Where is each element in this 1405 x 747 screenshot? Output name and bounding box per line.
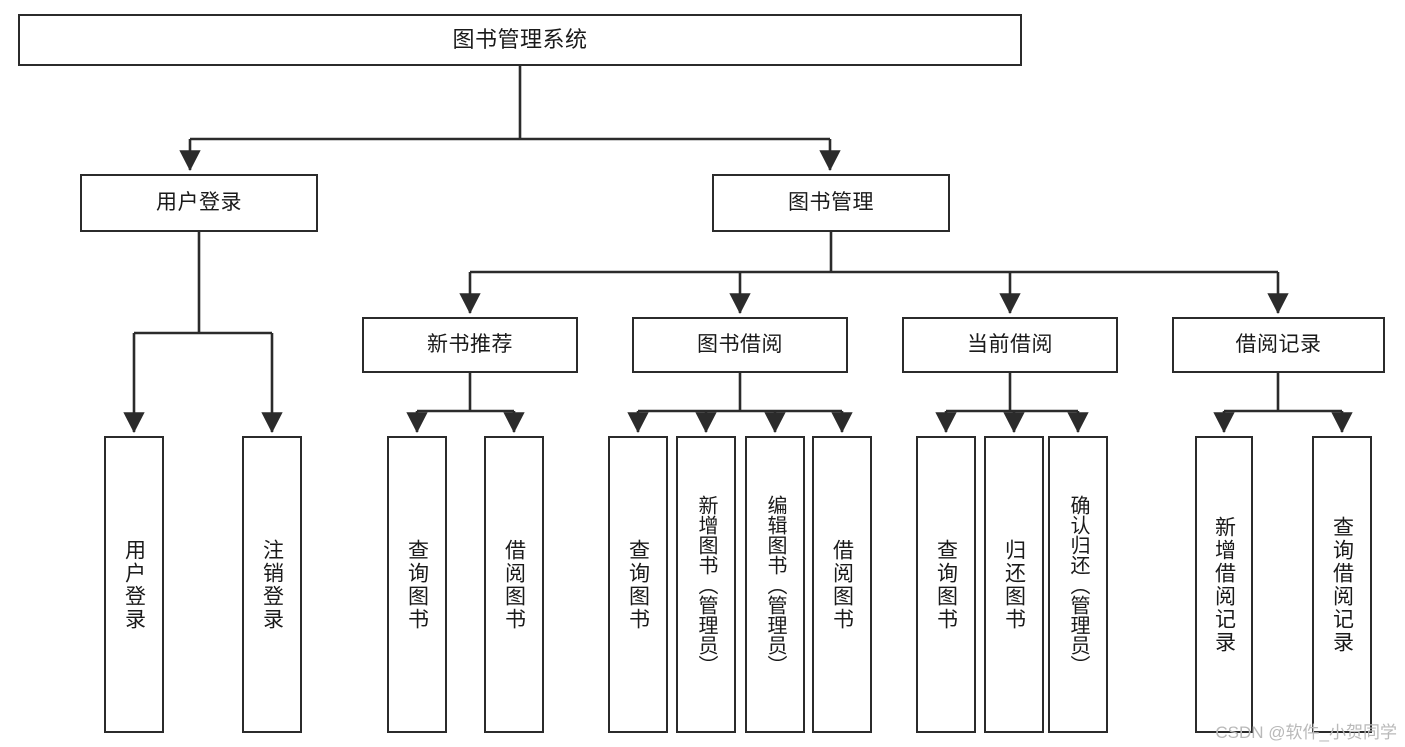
node-current-borrow[interactable]: 当前借阅: [902, 317, 1118, 373]
node-borrow-record-label: 借阅记录: [1235, 332, 1322, 356]
leaf-node[interactable]: 新增图书（管理员）: [676, 436, 736, 733]
leaf-node-label: 查询图书: [405, 538, 429, 631]
leaf-node-label: 新增借阅记录: [1212, 515, 1236, 654]
node-borrow-record[interactable]: 借阅记录: [1172, 317, 1385, 373]
leaf-node-label: 编辑图书（管理员）: [764, 494, 786, 675]
leaf-node-label: 注销登录: [260, 538, 284, 631]
node-root-label: 图书管理系统: [452, 27, 588, 53]
node-book-management[interactable]: 图书管理: [712, 174, 950, 232]
leaf-node[interactable]: 查询图书: [608, 436, 668, 733]
node-current-borrow-label: 当前借阅: [967, 332, 1053, 356]
node-book-borrow[interactable]: 图书借阅: [632, 317, 848, 373]
leaf-node-label: 归还图书: [1002, 538, 1026, 631]
leaf-node-label: 查询图书: [626, 538, 650, 631]
node-user-login[interactable]: 用户登录: [80, 174, 318, 232]
node-root-system[interactable]: 图书管理系统: [18, 14, 1022, 66]
node-new-book-recommend-label: 新书推荐: [427, 332, 513, 356]
leaf-node[interactable]: 借阅图书: [812, 436, 872, 733]
node-book-borrow-label: 图书借阅: [697, 332, 783, 356]
leaf-node-label: 确认归还（管理员）: [1067, 494, 1089, 675]
leaf-node-label: 查询图书: [934, 538, 958, 631]
leaf-node-label: 借阅图书: [830, 538, 854, 631]
leaf-node[interactable]: 新增借阅记录: [1195, 436, 1253, 733]
leaf-node[interactable]: 查询借阅记录: [1312, 436, 1372, 733]
leaf-node[interactable]: 查询图书: [916, 436, 976, 733]
node-book-management-label: 图书管理: [788, 190, 874, 214]
leaf-node-label: 查询借阅记录: [1330, 515, 1354, 654]
leaf-node-label: 用户登录: [122, 538, 146, 631]
leaf-node[interactable]: 注销登录: [242, 436, 302, 733]
node-new-book-recommend[interactable]: 新书推荐: [362, 317, 578, 373]
leaf-node[interactable]: 借阅图书: [484, 436, 544, 733]
leaf-node[interactable]: 用户登录: [104, 436, 164, 733]
leaf-node[interactable]: 归还图书: [984, 436, 1044, 733]
leaf-node[interactable]: 查询图书: [387, 436, 447, 733]
node-user-login-label: 用户登录: [156, 190, 242, 214]
leaf-node-label: 借阅图书: [502, 538, 526, 631]
leaf-node[interactable]: 编辑图书（管理员）: [745, 436, 805, 733]
leaf-node[interactable]: 确认归还（管理员）: [1048, 436, 1108, 733]
leaf-node-label: 新增图书（管理员）: [695, 494, 717, 675]
